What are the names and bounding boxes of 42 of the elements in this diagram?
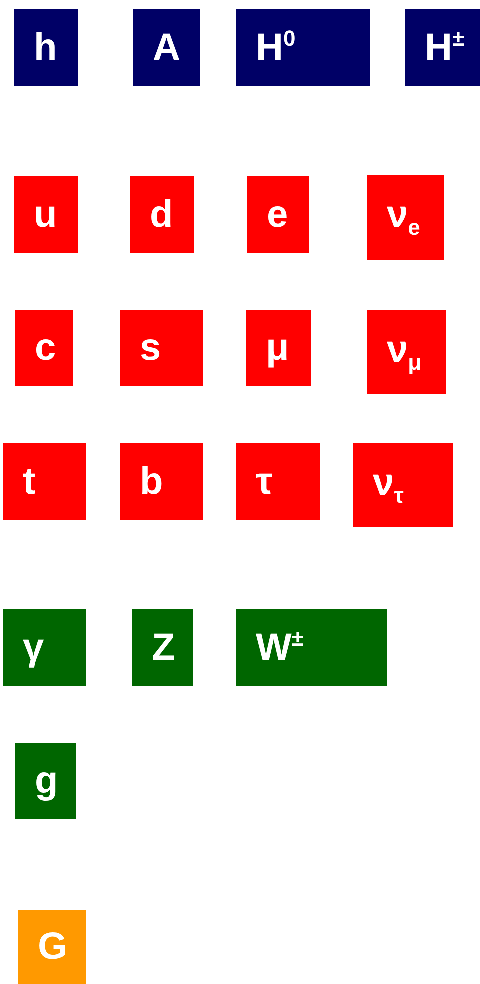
particle-symbol: τ [256,462,273,500]
particle-symbol: s [140,329,162,367]
particle-box [132,609,193,686]
particle-box [133,9,200,86]
particle-symbol: ν$_{μ}$ [387,330,422,374]
particle-box [14,9,78,86]
particle-symbol: γ [23,628,44,666]
particle-symbol: h [34,28,58,66]
particle-box [3,443,86,520]
particle-box [120,310,203,386]
particle-box [15,743,76,819]
particle-box [246,310,311,386]
particle-symbol: Z [152,628,176,666]
particle-symbol: e [267,196,288,234]
particle-symbol: W$^{±}$ [256,628,304,667]
particle-symbol: H$^{0}$ [256,28,296,67]
particle-symbol: t [23,462,36,500]
particle-box [236,9,370,86]
particle-box [236,609,387,686]
particle-symbol: G [38,928,68,966]
particle-symbol: b [140,462,164,500]
particle-symbol: ν$_{τ}$ [373,464,404,506]
particle-box [353,443,453,527]
particle-box [367,175,444,260]
particle-box [247,176,309,253]
particle-box [405,9,480,86]
particle-box [120,443,203,520]
particle-box [3,609,86,686]
particle-box [15,310,73,386]
particle-symbol: c [35,329,56,367]
particle-symbol: μ [266,329,290,367]
particle-box [14,176,78,253]
particle-box [236,443,320,520]
particle-symbol: ν$_{e}$ [387,196,420,239]
particle-symbol: A [153,28,180,66]
particle-box [130,176,194,253]
particle-box [18,910,86,984]
particle-symbol: u [34,196,58,234]
particle-symbol: g [35,762,58,800]
particle-box [367,310,446,394]
particle-symbol: H$^{±}$ [425,28,465,67]
particle-symbol: d [150,196,174,234]
